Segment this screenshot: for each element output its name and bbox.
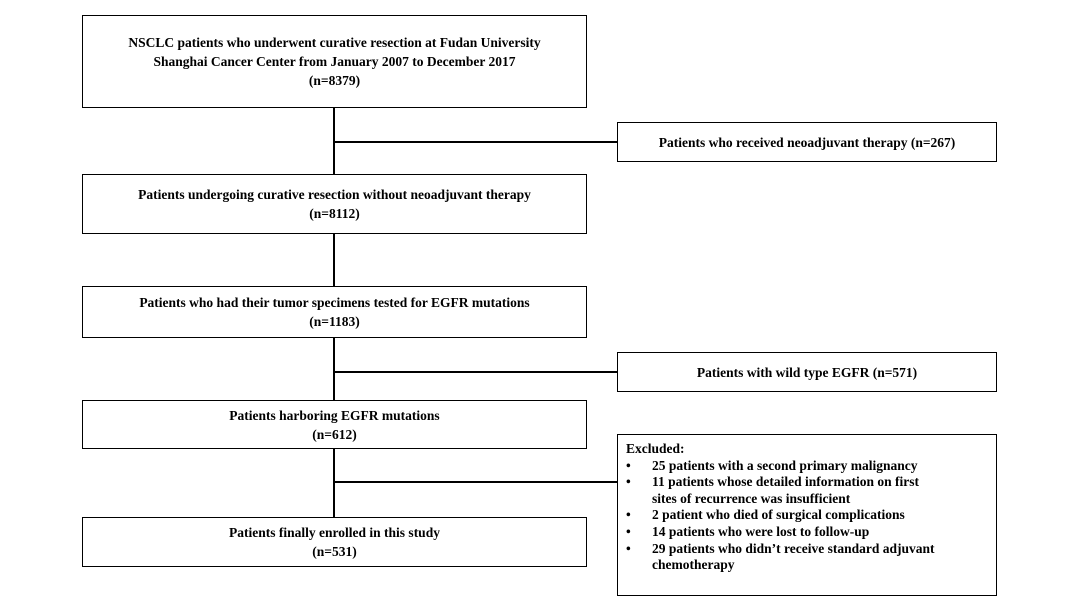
list-item: • 2 patient who died of surgical complic…	[626, 507, 988, 524]
box-count: (n=8379)	[308, 73, 361, 88]
box-text-line: NSCLC patients who underwent curative re…	[128, 35, 541, 50]
list-item-text: sites of recurrence was insufficient	[652, 490, 851, 506]
list-item: • 14 patients who were lost to follow-up	[626, 524, 988, 541]
box-count: (n=1183)	[309, 314, 360, 329]
box-text-line: Patients who had their tumor specimens t…	[139, 295, 530, 310]
flow-box-egfr-tested: Patients who had their tumor specimens t…	[82, 286, 587, 338]
exclusion-box-excluded-list: Excluded: • 25 patients with a second pr…	[617, 434, 997, 596]
bullet-icon: •	[626, 523, 631, 539]
exclusion-box-wild-type: Patients with wild type EGFR (n=571)	[617, 352, 997, 392]
connector-branch-excluded	[333, 481, 618, 483]
list-item: • 11 patients whose detailed information…	[626, 474, 988, 507]
box-count: (n=8112)	[309, 206, 360, 221]
connector-branch-wildtype	[333, 371, 618, 373]
box-count: (n=612)	[312, 426, 357, 442]
list-item-text: 11 patients whose detailed information o…	[652, 474, 920, 490]
flow-box-enrolled: Patients finally enrolled in this study …	[82, 517, 587, 567]
excluded-title: Excluded:	[626, 441, 685, 456]
list-item-text: chemotherapy	[652, 557, 735, 573]
list-item: • 25 patients with a second primary mali…	[626, 458, 988, 475]
flow-box-no-neoadjuvant: Patients undergoing curative resection w…	[82, 174, 587, 234]
list-item-text: 25 patients with a second primary malign…	[652, 457, 918, 473]
excluded-list: • 25 patients with a second primary mali…	[626, 458, 988, 574]
bullet-icon: •	[626, 457, 631, 473]
flow-box-egfr-mutations: Patients harboring EGFR mutations (n=612…	[82, 400, 587, 449]
exclusion-text: Patients who received neoadjuvant therap…	[658, 134, 956, 150]
bullet-icon: •	[626, 507, 631, 523]
box-text-line: Shanghai Cancer Center from January 2007…	[153, 54, 516, 69]
connector-box4-box5	[333, 448, 335, 518]
connector-box3-box4	[333, 337, 335, 401]
flow-box-initial-cohort: NSCLC patients who underwent curative re…	[82, 15, 587, 108]
list-item-text: 2 patient who died of surgical complicat…	[652, 507, 905, 523]
connector-box2-box3	[333, 233, 335, 287]
list-item-text: 14 patients who were lost to follow-up	[652, 523, 870, 539]
box-text-line: Patients undergoing curative resection w…	[138, 187, 531, 202]
list-item-text: 29 patients who didn’t receive standard …	[652, 540, 935, 556]
connector-branch-neoadjuvant	[333, 141, 618, 143]
exclusion-text: Patients with wild type EGFR (n=571)	[696, 364, 918, 380]
box-count: (n=531)	[312, 544, 357, 559]
box-text-line: Patients harboring EGFR mutations	[229, 407, 440, 423]
exclusion-box-neoadjuvant: Patients who received neoadjuvant therap…	[617, 122, 997, 162]
list-item: • 29 patients who didn’t receive standar…	[626, 541, 988, 574]
box-text-line: Patients finally enrolled in this study	[229, 525, 440, 540]
bullet-icon: •	[626, 540, 631, 556]
bullet-icon: •	[626, 474, 631, 490]
